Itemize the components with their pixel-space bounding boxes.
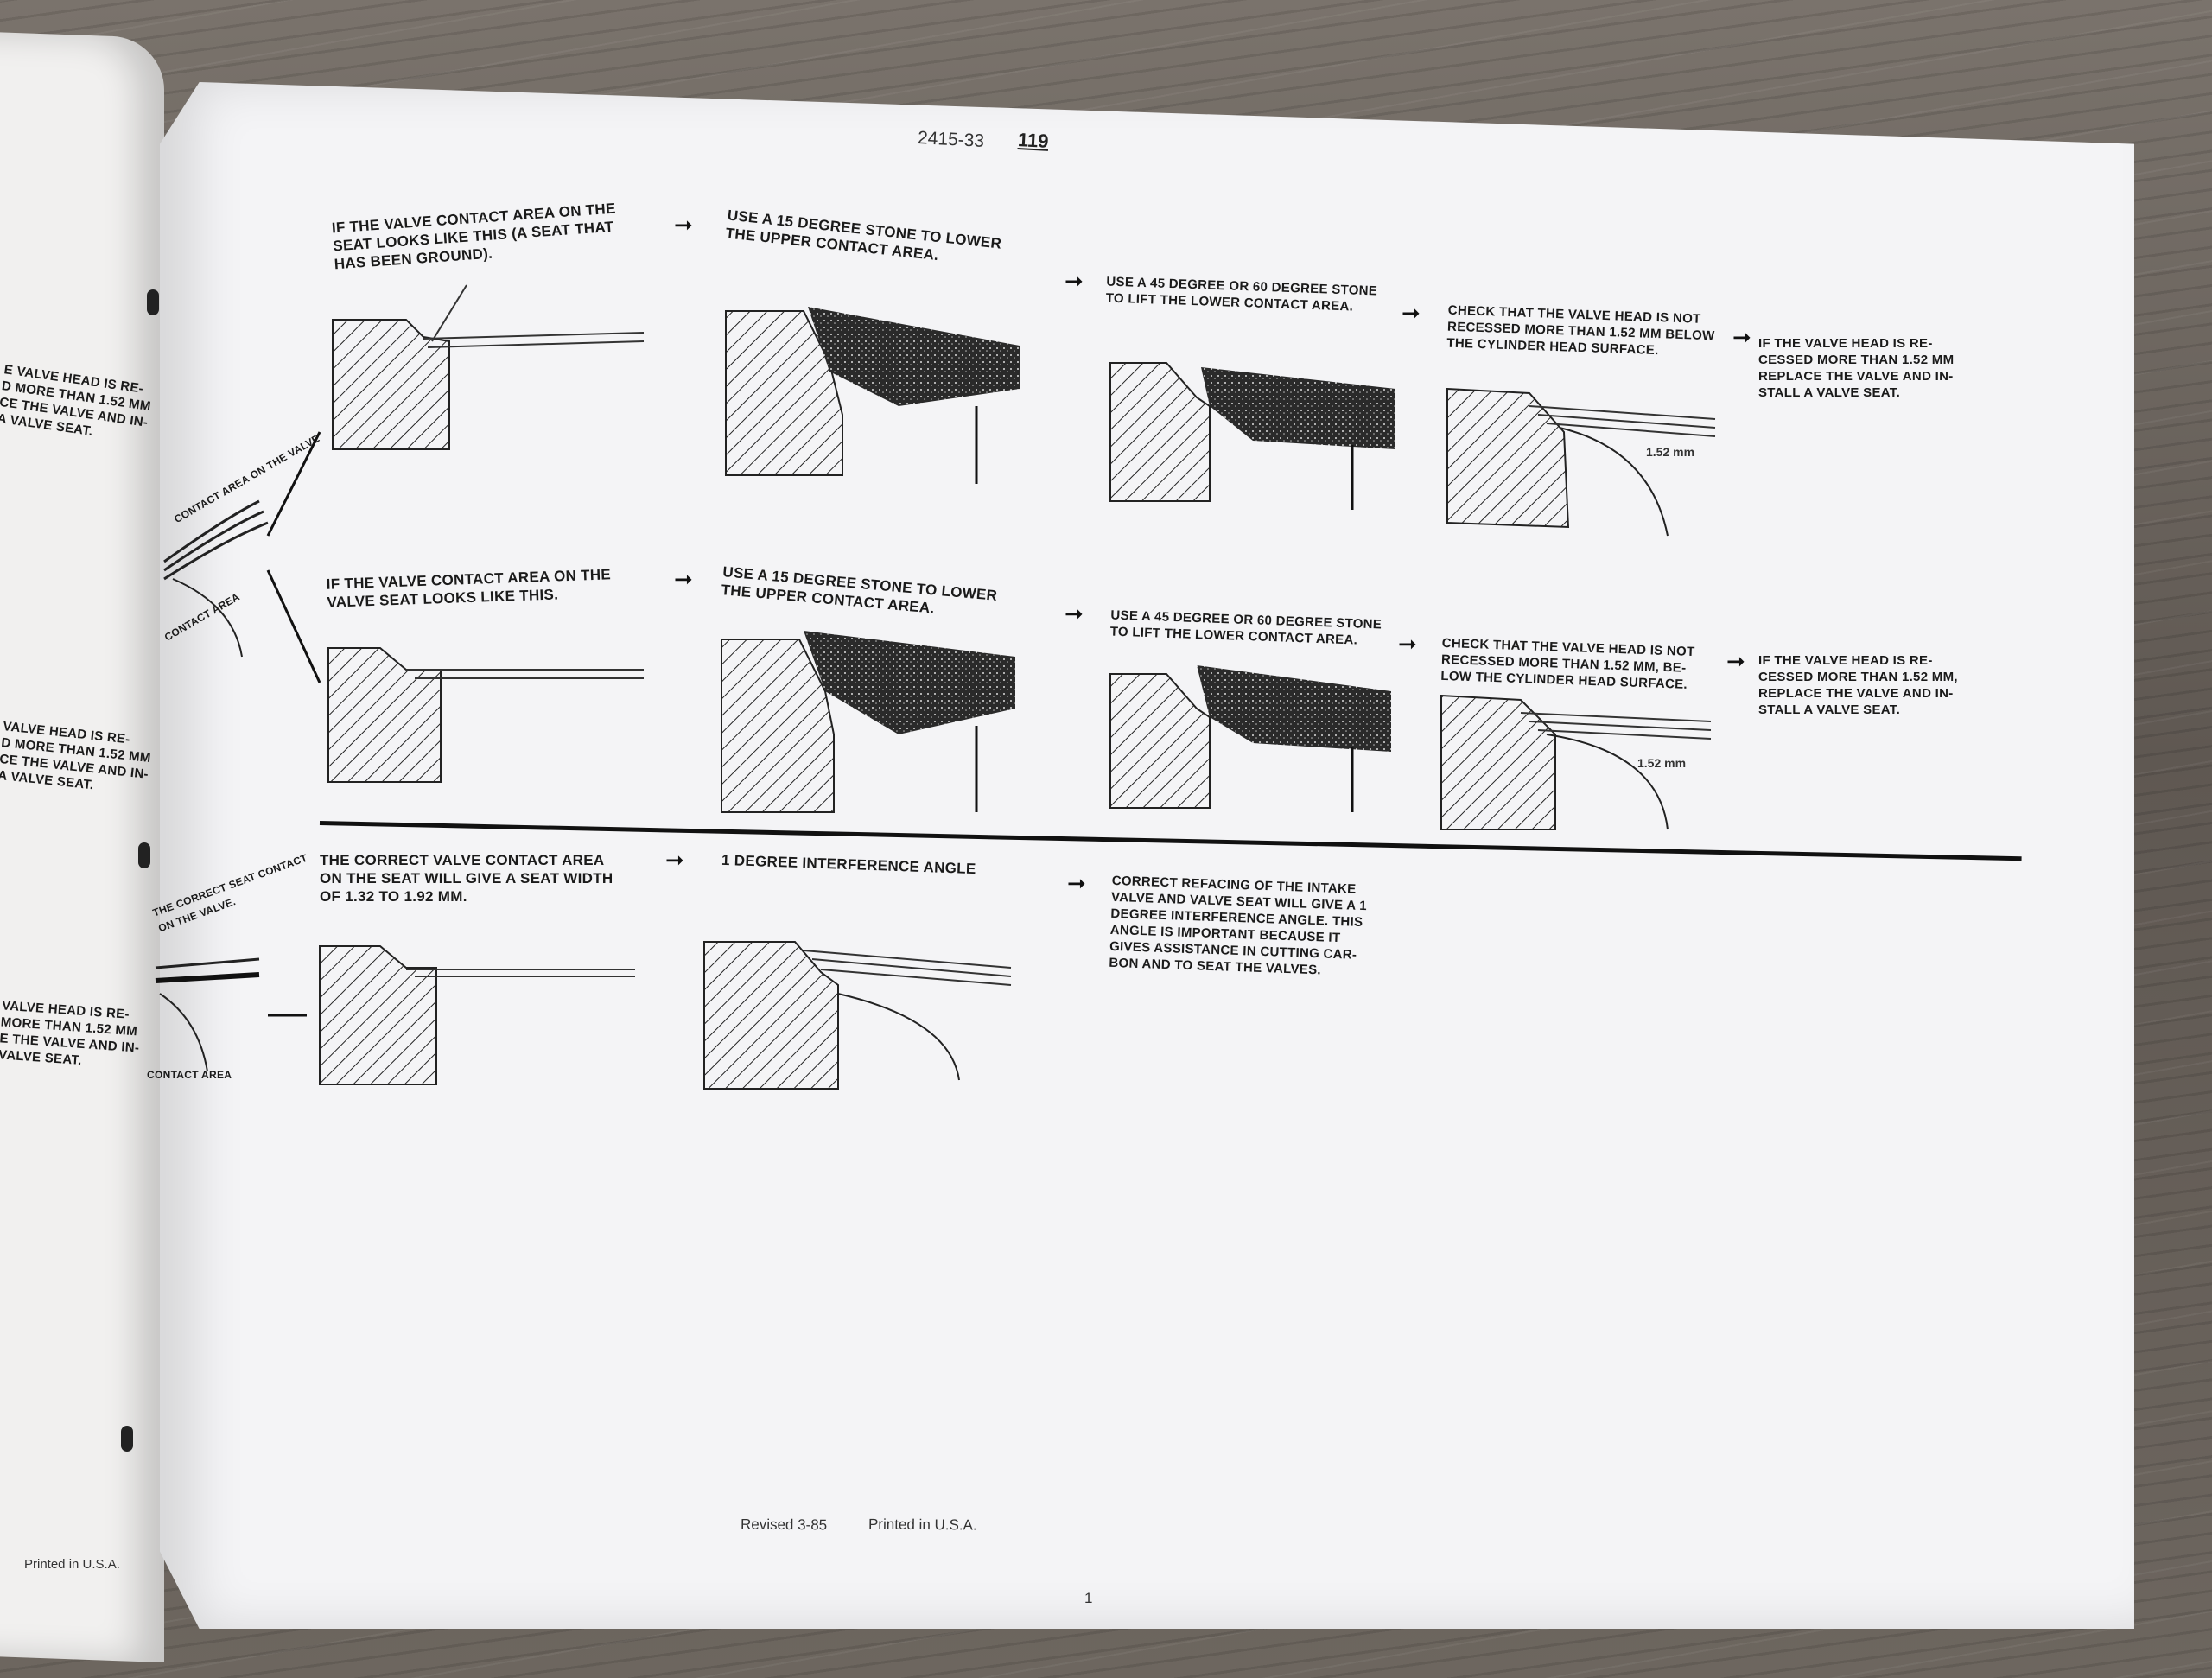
binder-hole bbox=[147, 289, 159, 315]
left-page-footer: Printed in U.S.A. bbox=[24, 1557, 120, 1572]
arrow-icon: ➞ bbox=[665, 847, 684, 873]
dimension-label-1: 1.52 mm bbox=[1646, 445, 1695, 459]
row3-step1-text: THE CORRECT VALVE CONTACT AREA ON THE SE… bbox=[320, 852, 613, 905]
arrow-icon: ➞ bbox=[674, 212, 693, 238]
binder-hole bbox=[121, 1426, 133, 1452]
row2-step5-text: IF THE VALVE HEAD IS RE- CESSED MORE THA… bbox=[1758, 653, 1958, 717]
row1-step5-text: IF THE VALVE HEAD IS RE- CESSED MORE THA… bbox=[1758, 336, 1955, 400]
binder-hole bbox=[138, 842, 150, 868]
arrow-icon: ➞ bbox=[1065, 601, 1084, 626]
arrow-icon: ➞ bbox=[1065, 268, 1084, 294]
contact-area-label-2: CONTACT AREA bbox=[147, 1069, 232, 1081]
dimension-label-2: 1.52 mm bbox=[1637, 756, 1687, 770]
arrow-icon: ➞ bbox=[1732, 324, 1751, 350]
arrow-icon: ➞ bbox=[1067, 870, 1086, 896]
footer-mark: 1 bbox=[1084, 1590, 1093, 1606]
arrow-icon: ➞ bbox=[1402, 300, 1421, 326]
arrow-icon: ➞ bbox=[674, 566, 693, 592]
arrow-icon: ➞ bbox=[1398, 631, 1417, 657]
footer-printed: Printed in U.S.A. bbox=[868, 1516, 977, 1534]
footer-revised: Revised 3-85 bbox=[740, 1516, 828, 1534]
arrow-icon: ➞ bbox=[1726, 648, 1745, 674]
